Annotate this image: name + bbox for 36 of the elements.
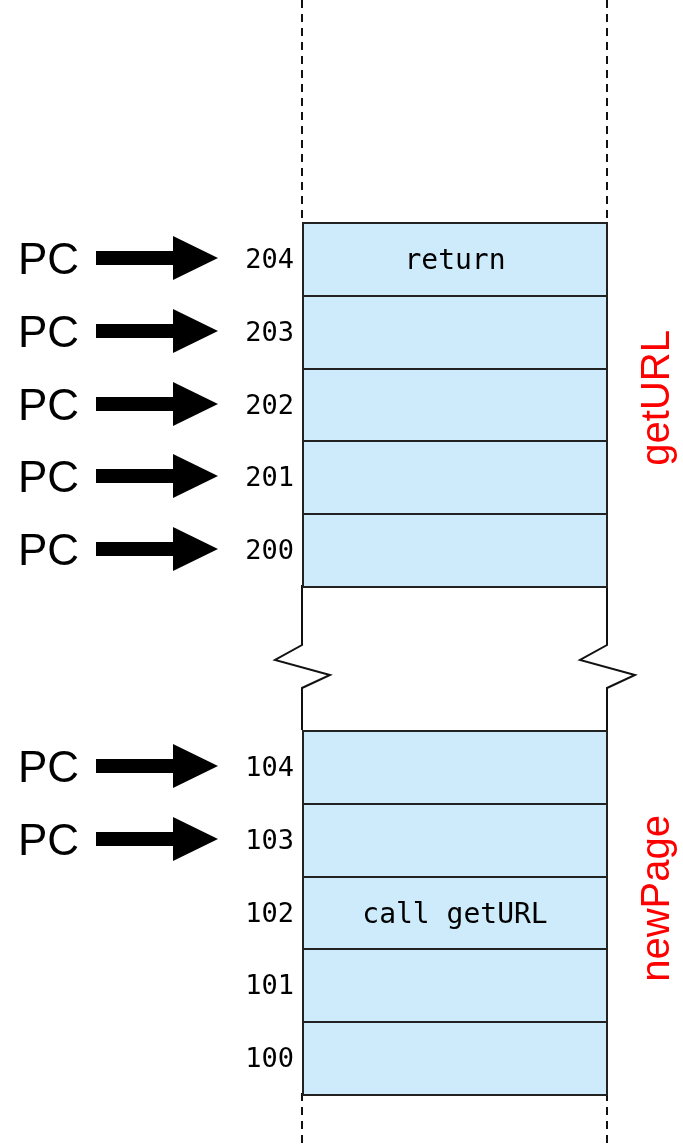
pc-label: PC (18, 234, 90, 284)
address-label: 201 (222, 456, 294, 496)
address-label: 200 (222, 529, 294, 569)
arrow (96, 236, 218, 280)
arrow (96, 309, 218, 353)
memory-cell (302, 730, 608, 805)
address-label: 102 (222, 892, 294, 932)
address-label: 203 (222, 311, 294, 351)
arrow (96, 744, 218, 788)
arrow (96, 817, 218, 861)
arrow (96, 454, 218, 498)
memory-cell (302, 295, 608, 370)
memory-cell (302, 440, 608, 515)
pc-label: PC (18, 307, 90, 357)
address-label: 202 (222, 384, 294, 424)
memory-cell: call getURL (302, 876, 608, 951)
address-label: 100 (222, 1037, 294, 1077)
memory-cell (302, 948, 608, 1023)
memory-cell (302, 513, 608, 588)
memory-cell: return (302, 222, 608, 297)
pc-label: PC (18, 815, 90, 865)
memory-cell (302, 1021, 608, 1096)
address-label: 103 (222, 819, 294, 859)
function-label: getURL (633, 330, 678, 466)
pc-label: PC (18, 380, 90, 430)
address-label: 204 (222, 238, 294, 278)
arrow (96, 382, 218, 426)
memory-cell (302, 368, 608, 443)
address-label: 101 (222, 964, 294, 1004)
pc-label: PC (18, 742, 90, 792)
function-label: newPage (633, 815, 678, 982)
pc-label: PC (18, 452, 90, 502)
memory-cell (302, 803, 608, 878)
arrow (96, 527, 218, 571)
address-label: 104 (222, 746, 294, 786)
pc-label: PC (18, 525, 90, 575)
